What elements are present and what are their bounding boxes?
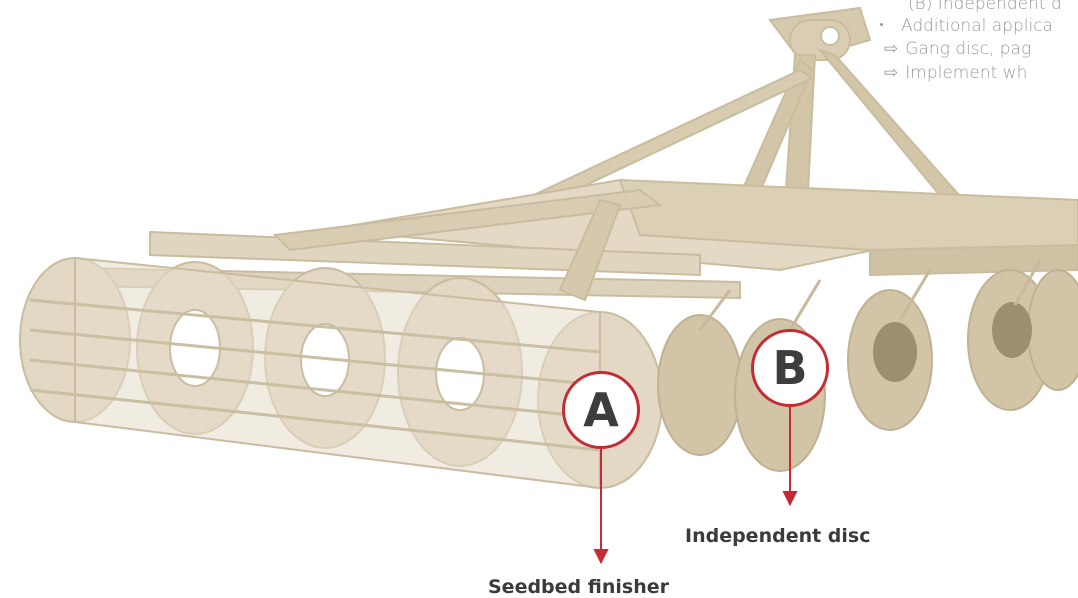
callout-caption-seedbed-finisher: Seedbed finisher — [488, 576, 669, 598]
machine-frame — [19, 6, 1078, 490]
spec-list-partial-line: (B) Independent d — [908, 0, 1062, 14]
spec-list: (B) Independent d Additional applica ⇨Ga… — [880, 0, 1078, 102]
callout-pointers — [593, 407, 798, 565]
bullet-dot-icon — [880, 22, 883, 26]
spec-list-sub-item: ⇨Gang disc, pag — [884, 39, 1032, 59]
callout-marker-b: B — [751, 329, 829, 407]
callout-caption-independent-disc: Independent disc — [685, 525, 871, 547]
arrow-right-icon: ⇨ — [884, 39, 899, 59]
spec-list-item: Additional applica — [880, 14, 1053, 38]
arrow-right-icon: ⇨ — [884, 63, 899, 83]
callout-marker-a: A — [562, 371, 640, 449]
spec-list-sub-item: ⇨Implement wh — [884, 63, 1028, 83]
